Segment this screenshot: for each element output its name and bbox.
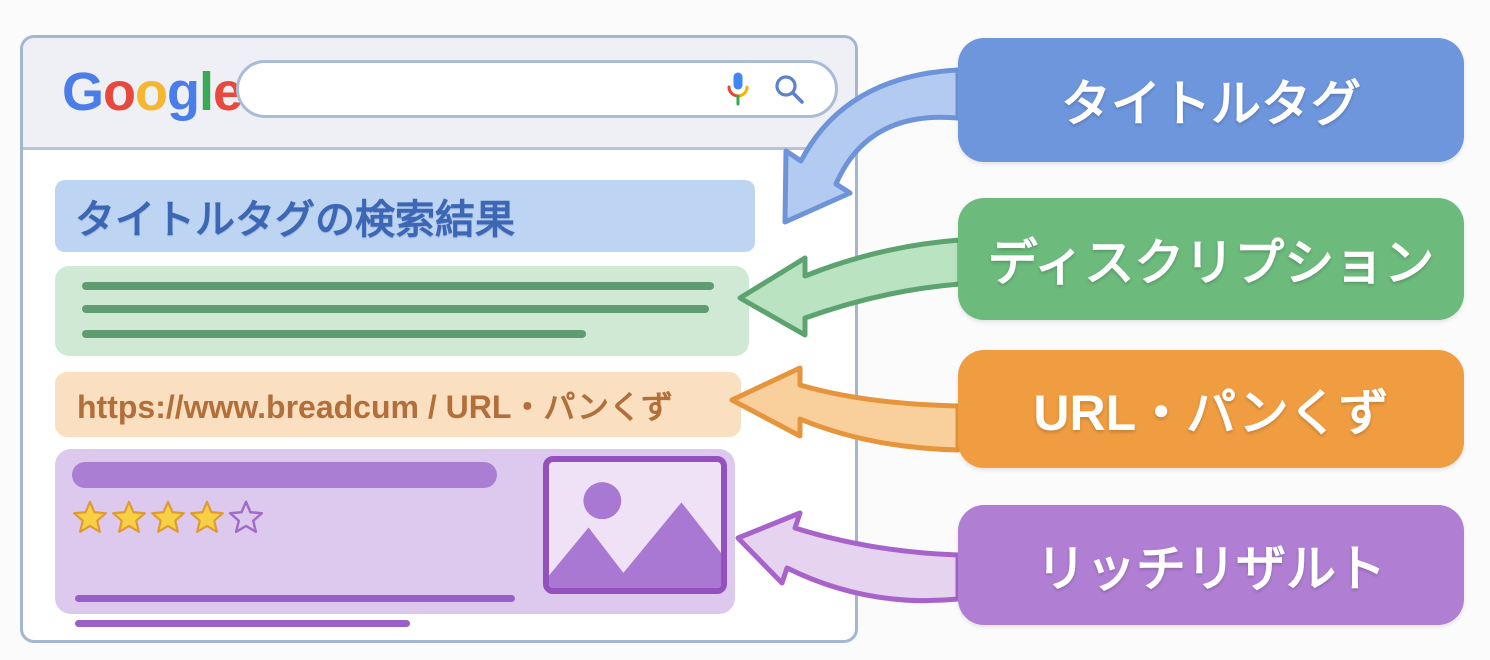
search-bar[interactable]	[236, 60, 838, 118]
url-highlight: https://www.breadcum / URL・パンくず	[55, 372, 741, 437]
browser-header: Google	[23, 38, 855, 150]
rich-result-text-line	[75, 620, 410, 627]
rich-result-highlight	[55, 449, 735, 627]
star-filled-icon	[151, 500, 185, 533]
image-placeholder-icon	[549, 482, 721, 588]
browser-window: Google タイトルタグの検索結果	[20, 35, 858, 643]
search-result-title: タイトルタグの検索結果	[75, 198, 515, 242]
star-filled-icon	[112, 500, 146, 533]
url-text: https://www.breadcum / URL・パンくず	[77, 388, 673, 425]
rich-result-text-line	[75, 595, 515, 602]
google-logo-letter: o	[103, 62, 136, 122]
star-filled-icon	[73, 500, 107, 533]
label-description: ディスクリプション	[958, 198, 1464, 320]
search-result-title-highlight: タイトルタグの検索結果	[55, 180, 755, 252]
label-description-text: ディスクリプション	[987, 235, 1435, 291]
description-line	[82, 330, 586, 338]
description-line	[82, 282, 714, 290]
description-highlight	[55, 266, 749, 356]
label-url-breadcrumb-text: URL・パンくず	[1033, 385, 1389, 441]
search-icon[interactable]	[773, 73, 805, 105]
star-rating	[71, 499, 265, 536]
google-logo: Google	[62, 62, 243, 122]
label-rich-result: リッチリザルト	[958, 505, 1464, 625]
rich-result-image	[543, 456, 727, 594]
label-title-tag: タイトルタグ	[958, 38, 1464, 162]
microphone-icon[interactable]	[725, 71, 751, 107]
label-title-tag-text: タイトルタグ	[1061, 76, 1361, 132]
google-logo-letter: l	[199, 62, 214, 122]
star-empty-icon	[228, 500, 264, 534]
google-logo-letter: G	[62, 62, 104, 122]
label-url-breadcrumb: URL・パンくず	[958, 350, 1464, 468]
description-line	[82, 305, 709, 313]
rich-result-title-bar	[72, 462, 497, 488]
label-rich-result-text: リッチリザルト	[1036, 541, 1386, 597]
google-logo-letter: o	[135, 62, 168, 122]
google-logo-letter: g	[167, 62, 200, 122]
search-input[interactable]	[239, 75, 725, 103]
star-filled-icon	[190, 500, 224, 533]
